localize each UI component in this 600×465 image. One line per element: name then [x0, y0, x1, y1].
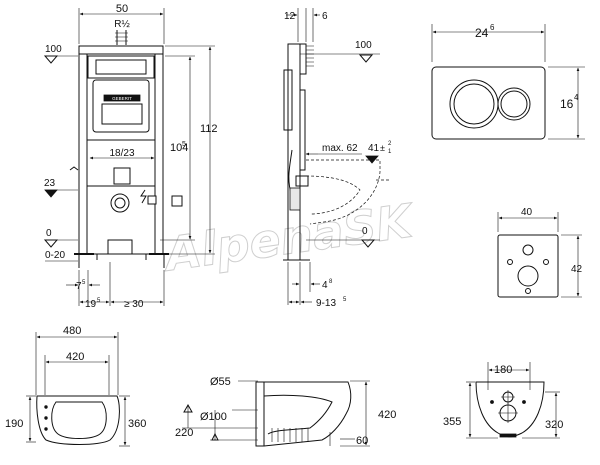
- front-level-23-label: 23: [44, 178, 56, 189]
- side-dim-4-label: 4: [322, 280, 328, 291]
- bowl-side-60-label: 60: [356, 435, 368, 447]
- side-view: 12 6 100 max. 62 41 ± 2 1 0: [283, 8, 392, 309]
- side-dim-12-label: 12: [284, 11, 296, 22]
- side-level-0-label: 0: [362, 226, 368, 237]
- bowl-side-view: Ø55 Ø100 220 420 60: [175, 376, 396, 447]
- bowl-side-100-label: Ø100: [200, 411, 227, 423]
- front-width-label: 50: [116, 3, 128, 15]
- bowl-top-360-label: 360: [128, 418, 146, 430]
- bowl-top-view: 480 420 190 360: [5, 325, 146, 447]
- cutout-height-label: 42: [571, 264, 583, 275]
- flush-plate-view: 24 6 16 4: [431, 23, 585, 140]
- bowl-side-420-label: 420: [378, 409, 396, 421]
- bowl-top-190-label: 190: [5, 418, 23, 430]
- bowl-back-320-label: 320: [545, 419, 563, 431]
- side-dim-41-tol: ±: [380, 143, 385, 153]
- front-connection-label: R½: [114, 19, 130, 30]
- side-dim-41-tol-down: 1: [388, 149, 392, 155]
- front-level-0-label: 0: [46, 228, 52, 239]
- plate-height-label: 16: [560, 97, 574, 111]
- front-height-104-sup: 5: [182, 141, 186, 148]
- front-height-112-label: 112: [200, 123, 218, 135]
- front-level-100-label: 100: [45, 44, 62, 55]
- side-max-62-label: max. 62: [322, 143, 358, 154]
- plate-width-label: 24: [475, 26, 489, 40]
- side-level-100-label: 100: [355, 40, 372, 51]
- bowl-back-view: 180 355 320: [443, 362, 563, 439]
- brand-label: GEBERIT: [112, 96, 132, 101]
- front-min-30-label: ≥ 30: [124, 299, 144, 310]
- front-view: 50 R½ GEBERIT 18/23: [43, 3, 218, 310]
- wall-cutout-view: 40 42: [497, 207, 583, 298]
- bowl-top-480-label: 480: [63, 325, 81, 337]
- side-dim-4-sup: 8: [329, 279, 333, 285]
- front-floor-range-label: 0-20: [45, 250, 65, 261]
- front-dim-7-sup: 5: [82, 280, 86, 286]
- side-dim-41-tol-up: 2: [388, 141, 392, 147]
- watermark: AlpenaSK: [159, 193, 418, 282]
- front-dim-7-label: 7: [76, 281, 82, 292]
- bowl-back-180-label: 180: [494, 364, 512, 376]
- plate-width-sup: 6: [490, 23, 495, 32]
- front-pipe-range-label: 18/23: [109, 148, 134, 159]
- cutout-width-label: 40: [521, 207, 533, 218]
- front-dim-19-sup: 5: [97, 298, 101, 304]
- plate-height-sup: 4: [574, 93, 579, 102]
- bowl-side-55-label: Ø55: [210, 376, 231, 388]
- bowl-side-220-label: 220: [175, 427, 193, 439]
- side-dim-6-label: 6: [322, 11, 328, 22]
- front-dim-19-label: 19: [85, 299, 97, 310]
- side-dim-41-label: 41: [368, 143, 380, 154]
- side-dim-9-13-sup: 5: [343, 297, 347, 303]
- bowl-top-420-label: 420: [66, 351, 84, 363]
- side-dim-9-13-label: 9-13: [316, 298, 336, 309]
- bowl-back-355-label: 355: [443, 416, 461, 428]
- front-height-104-label: 104: [170, 142, 188, 154]
